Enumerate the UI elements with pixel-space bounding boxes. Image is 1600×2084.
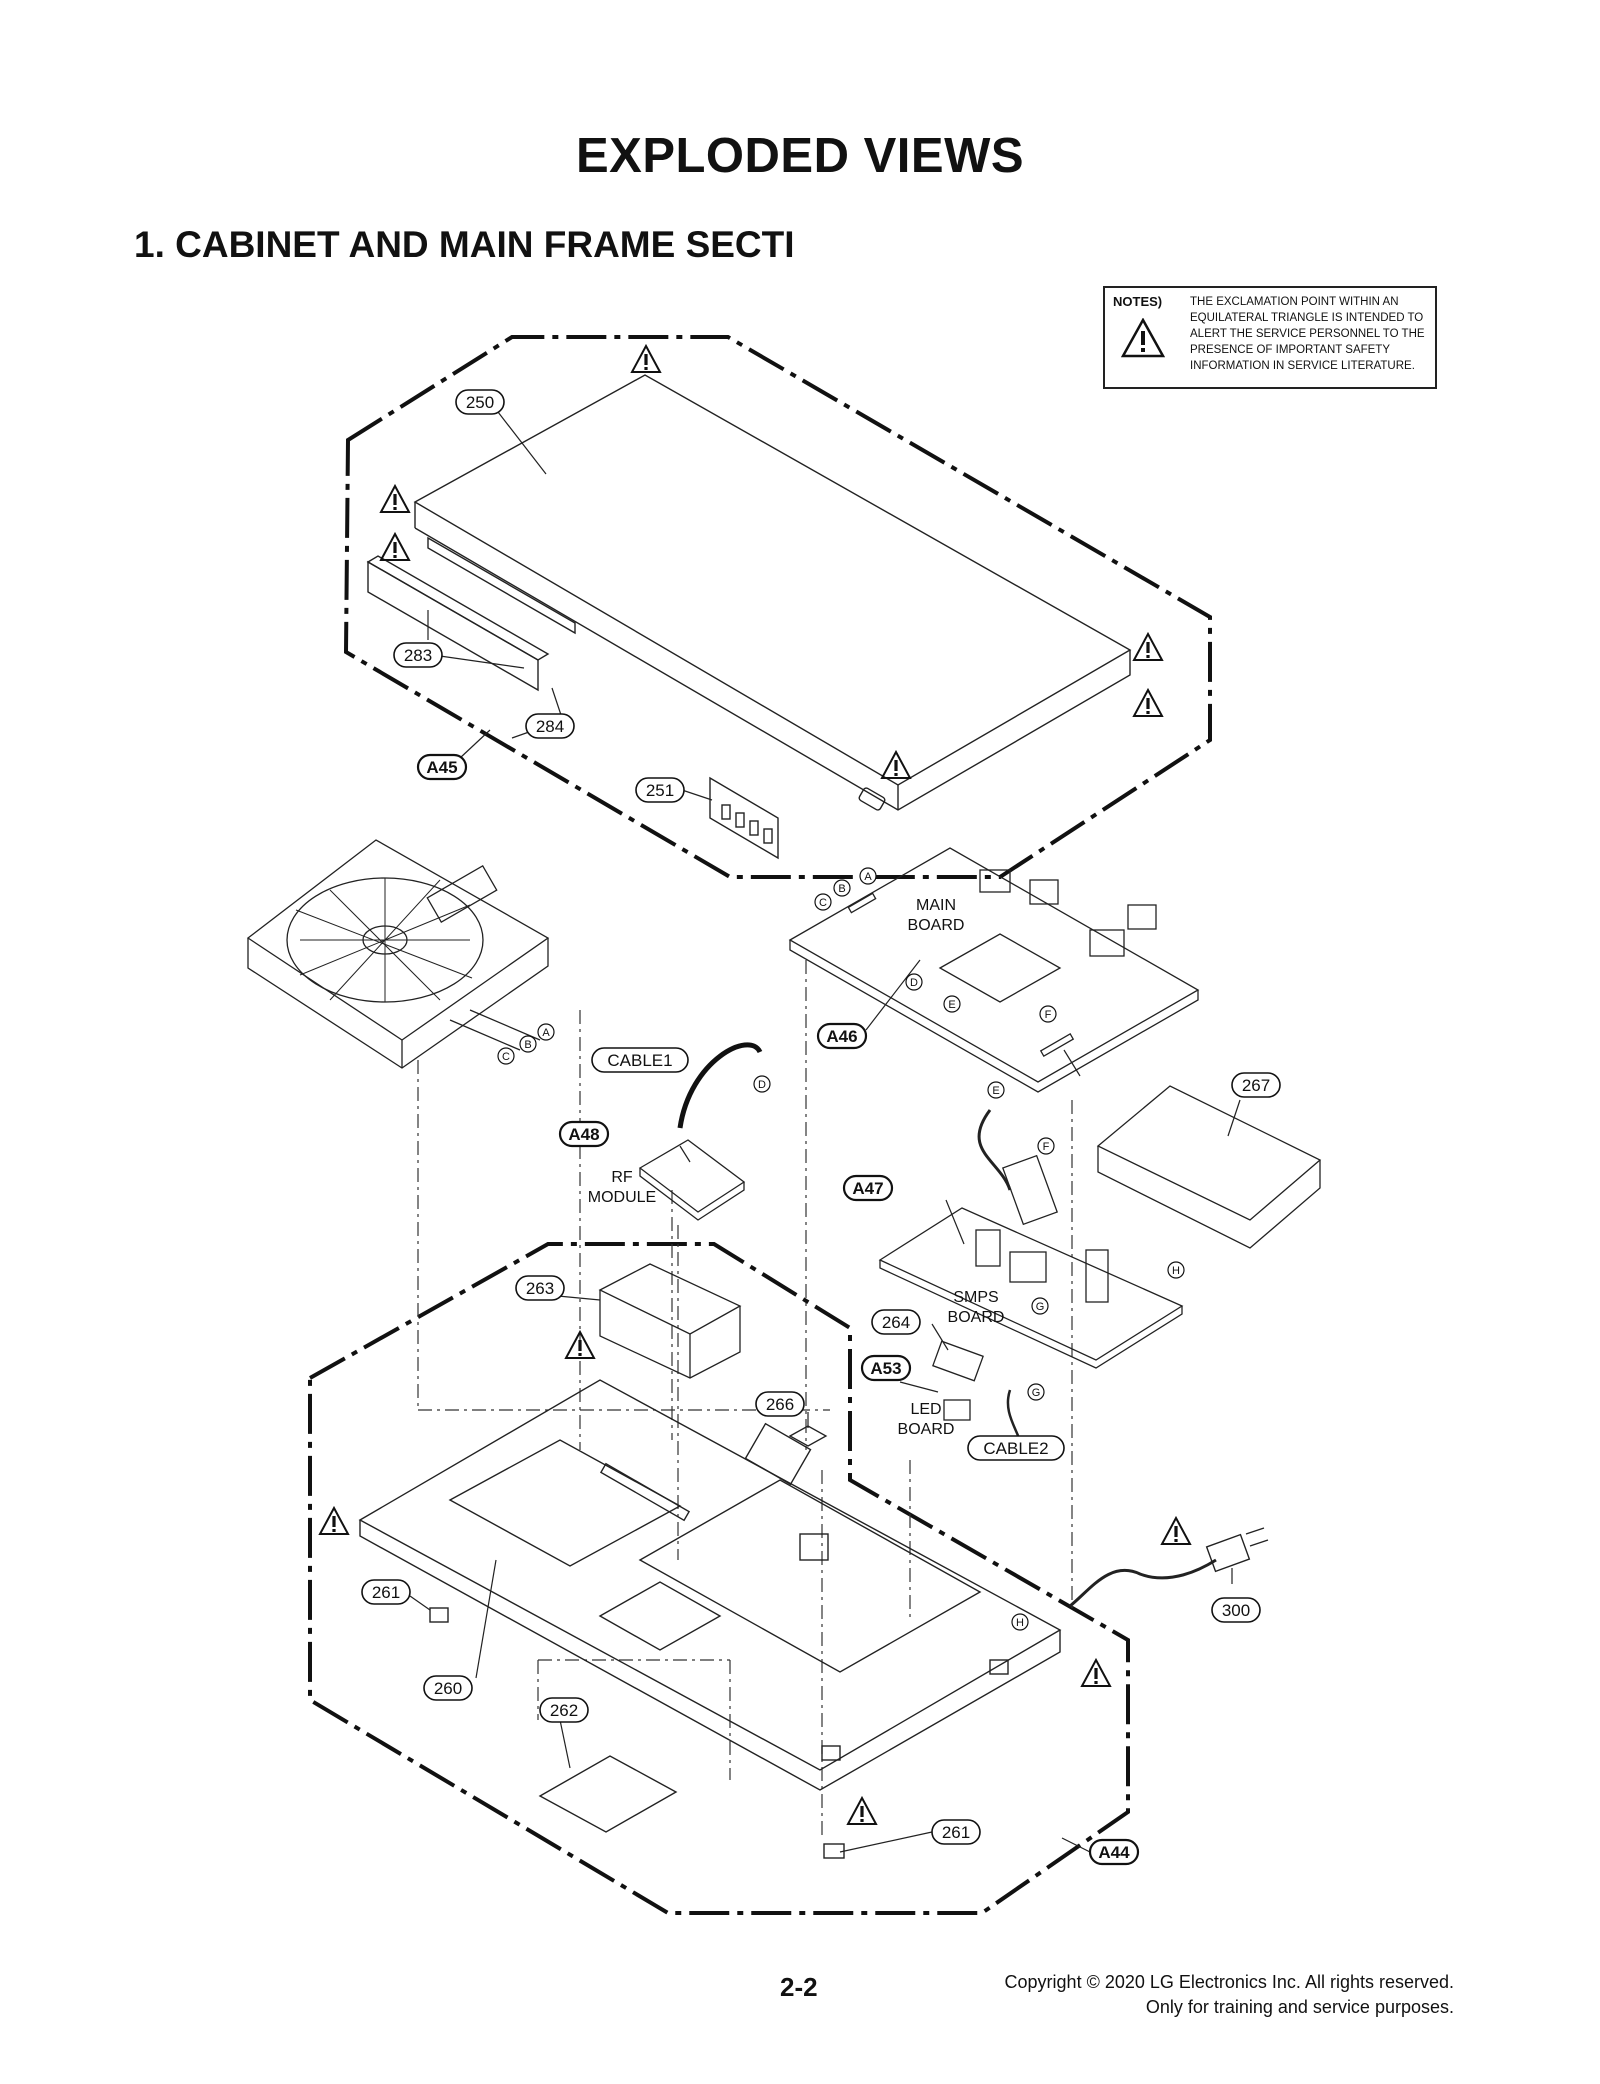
assembly-a44: A44 — [1098, 1843, 1130, 1862]
top-cabinet-illustration — [413, 374, 1132, 811]
connector-g-smps: G — [1036, 1301, 1045, 1313]
connector-b-drive: B — [524, 1039, 531, 1051]
part-300: 300 — [1222, 1601, 1250, 1620]
part-267: 267 — [1242, 1076, 1270, 1095]
optical-drive-illustration — [246, 839, 550, 1069]
main-board-label-1: MAIN — [916, 897, 956, 914]
main-frame-illustration — [358, 1379, 1062, 1859]
part-261-bottom: 261 — [942, 1823, 970, 1842]
tuner-shield-illustration — [598, 1263, 742, 1379]
part-250: 250 — [466, 393, 494, 412]
connector-h-smps: H — [1172, 1265, 1180, 1277]
smps-board-label-2: BOARD — [948, 1309, 1005, 1326]
connector-g-cable: G — [1032, 1387, 1041, 1399]
power-cord-illustration — [1069, 1527, 1269, 1608]
assembly-a46: A46 — [826, 1027, 857, 1046]
safety-notes-box: NOTES) THE EXCLAMATION POINT WITHIN AN E… — [1103, 286, 1437, 389]
warning-triangle-icon — [1121, 318, 1165, 358]
connector-c-top: C — [819, 897, 827, 909]
rf-module-label-2: MODULE — [588, 1189, 656, 1206]
cable2-label: CABLE2 — [983, 1439, 1048, 1458]
smps-board-illustration — [878, 1109, 1184, 1369]
assembly-a53: A53 — [870, 1359, 901, 1378]
rf-module-label-1: RF — [611, 1169, 633, 1186]
part-283: 283 — [404, 646, 432, 665]
part-263: 263 — [526, 1279, 554, 1298]
copyright: Copyright © 2020 LG Electronics Inc. All… — [1005, 1970, 1454, 2020]
connector-d-cable: D — [758, 1079, 766, 1091]
connector-f-smps: F — [1043, 1141, 1050, 1153]
button-bar-illustration — [709, 776, 779, 860]
part-266: 266 — [766, 1395, 794, 1414]
connector-b-top: B — [838, 883, 845, 895]
assembly-a47: A47 — [852, 1179, 883, 1198]
rf-module-illustration — [638, 1139, 746, 1221]
connector-d-main: D — [910, 977, 918, 989]
connector-e-smps: E — [992, 1085, 999, 1097]
assembly-a48: A48 — [568, 1125, 599, 1144]
main-board-illustration — [788, 847, 1200, 1093]
frame-group-boundary — [308, 1242, 1130, 1915]
connector-f-main: F — [1045, 1009, 1052, 1021]
assembly-a45: A45 — [426, 758, 457, 777]
part-261-left: 261 — [372, 1583, 400, 1602]
notes-text: THE EXCLAMATION POINT WITHIN AN EQUILATE… — [1190, 296, 1425, 372]
smps-board-label-1: SMPS — [953, 1289, 998, 1306]
part-264: 264 — [882, 1313, 910, 1332]
section-heading: 1. CABINET AND MAIN FRAME SECTI — [134, 224, 795, 265]
cable1-illustration — [677, 1042, 763, 1129]
pad-266-illustration — [788, 1425, 828, 1447]
page-number: 2-2 — [780, 1972, 818, 2002]
cabinet-group-boundary — [343, 335, 1212, 879]
part-251: 251 — [646, 781, 674, 800]
page-title: EXPLODED VIEWS — [575, 129, 1025, 183]
shield-cover-illustration — [1096, 1085, 1322, 1249]
connector-e-main: E — [948, 999, 955, 1011]
connector-a-top: A — [864, 871, 872, 883]
led-board-label-1: LED — [910, 1401, 941, 1418]
copyright-line-1: Copyright © 2020 LG Electronics Inc. All… — [1004, 1972, 1454, 1992]
connector-a-drive: A — [542, 1027, 550, 1039]
part-260: 260 — [434, 1679, 462, 1698]
main-board-label-2: BOARD — [908, 917, 965, 934]
led-board-label-2: BOARD — [898, 1421, 955, 1438]
front-panel-illustration — [366, 555, 550, 692]
connector-h-frame: H — [1016, 1617, 1024, 1629]
cable1-label: CABLE1 — [607, 1051, 672, 1070]
part-262: 262 — [550, 1701, 578, 1720]
notes-label: NOTES) — [1113, 294, 1163, 309]
part-284: 284 — [536, 717, 564, 736]
connector-c-drive: C — [502, 1051, 510, 1063]
copyright-line-2: Only for training and service purposes. — [1145, 1997, 1454, 2017]
